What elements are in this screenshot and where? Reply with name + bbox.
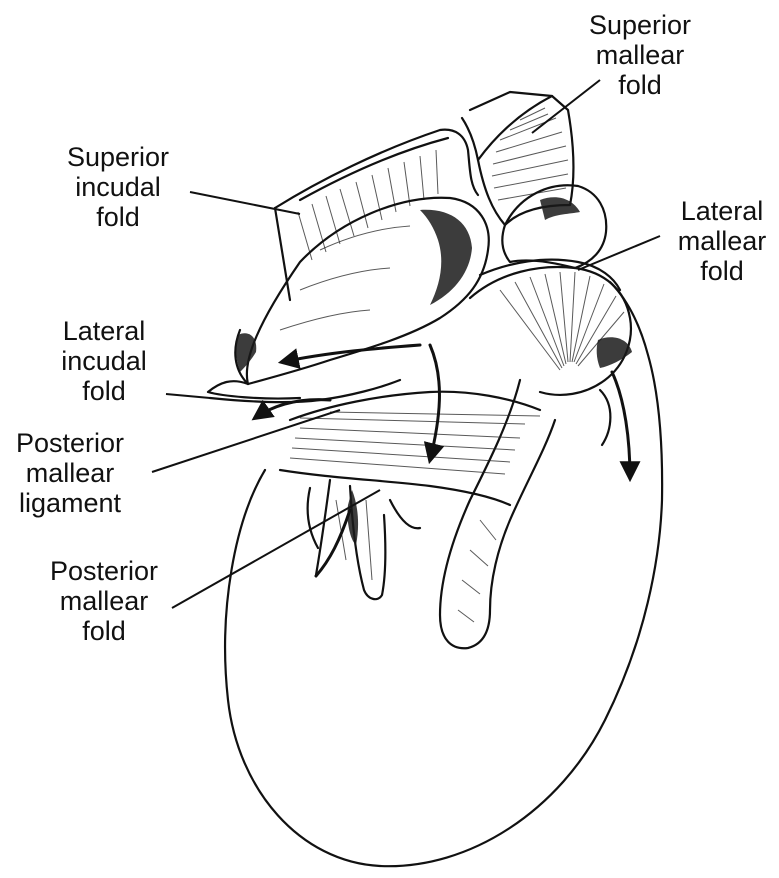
label-lateral-incudal-fold: Lateral incudal fold [61, 316, 147, 406]
label-superior-mallear-fold-line1: Superior [589, 10, 691, 40]
label-lateral-mallear-fold-line1: Lateral [681, 196, 764, 226]
leader-lateral-mallear-fold [578, 236, 660, 270]
label-posterior-mallear-fold-line3: fold [82, 616, 126, 646]
posterior-mallear-ligament-shape [280, 392, 540, 505]
label-lateral-incudal-fold-line2: incudal [61, 346, 147, 376]
leader-superior-mallear-fold [532, 80, 600, 133]
label-posterior-mallear-fold-line1: Posterior [50, 556, 158, 586]
label-superior-incudal-fold: Superior incudal fold [67, 142, 169, 232]
manubrium-shape [440, 380, 610, 648]
label-lateral-mallear-fold-line2: mallear [678, 226, 767, 256]
label-posterior-mallear-ligament: Posterior mallear ligament [16, 428, 124, 518]
flow-arrows [255, 345, 630, 576]
leader-posterior-mallear-ligament [152, 410, 340, 472]
label-superior-mallear-fold-line3: fold [618, 70, 662, 100]
label-posterior-mallear-fold-line2: mallear [60, 586, 149, 616]
malleus-head-shape [502, 185, 606, 268]
label-superior-mallear-fold-line2: mallear [596, 40, 685, 70]
lateral-incudal-fold-shape [208, 330, 400, 402]
arrow-down-center [430, 345, 439, 460]
label-lateral-incudal-fold-line3: fold [82, 376, 126, 406]
label-superior-mallear-fold: Superior mallear fold [589, 10, 691, 100]
leader-posterior-mallear-fold [172, 490, 380, 608]
label-posterior-mallear-ligament-line3: ligament [19, 488, 122, 518]
label-superior-incudal-fold-line2: incudal [75, 172, 161, 202]
posterior-mallear-fold-shape [308, 480, 420, 599]
lateral-mallear-fold-shape [470, 260, 632, 395]
arrow-down-right [612, 372, 630, 478]
label-lateral-mallear-fold: Lateral mallear fold [678, 196, 767, 286]
label-superior-incudal-fold-line3: fold [96, 202, 140, 232]
label-posterior-mallear-ligament-line2: mallear [26, 458, 115, 488]
label-lateral-mallear-fold-line3: fold [700, 256, 744, 286]
label-lateral-incudal-fold-line1: Lateral [63, 316, 146, 346]
label-superior-incudal-fold-line1: Superior [67, 142, 169, 172]
leader-lateral-incudal-fold [166, 394, 210, 398]
label-posterior-mallear-fold: Posterior mallear fold [50, 556, 158, 646]
label-posterior-mallear-ligament-line1: Posterior [16, 428, 124, 458]
